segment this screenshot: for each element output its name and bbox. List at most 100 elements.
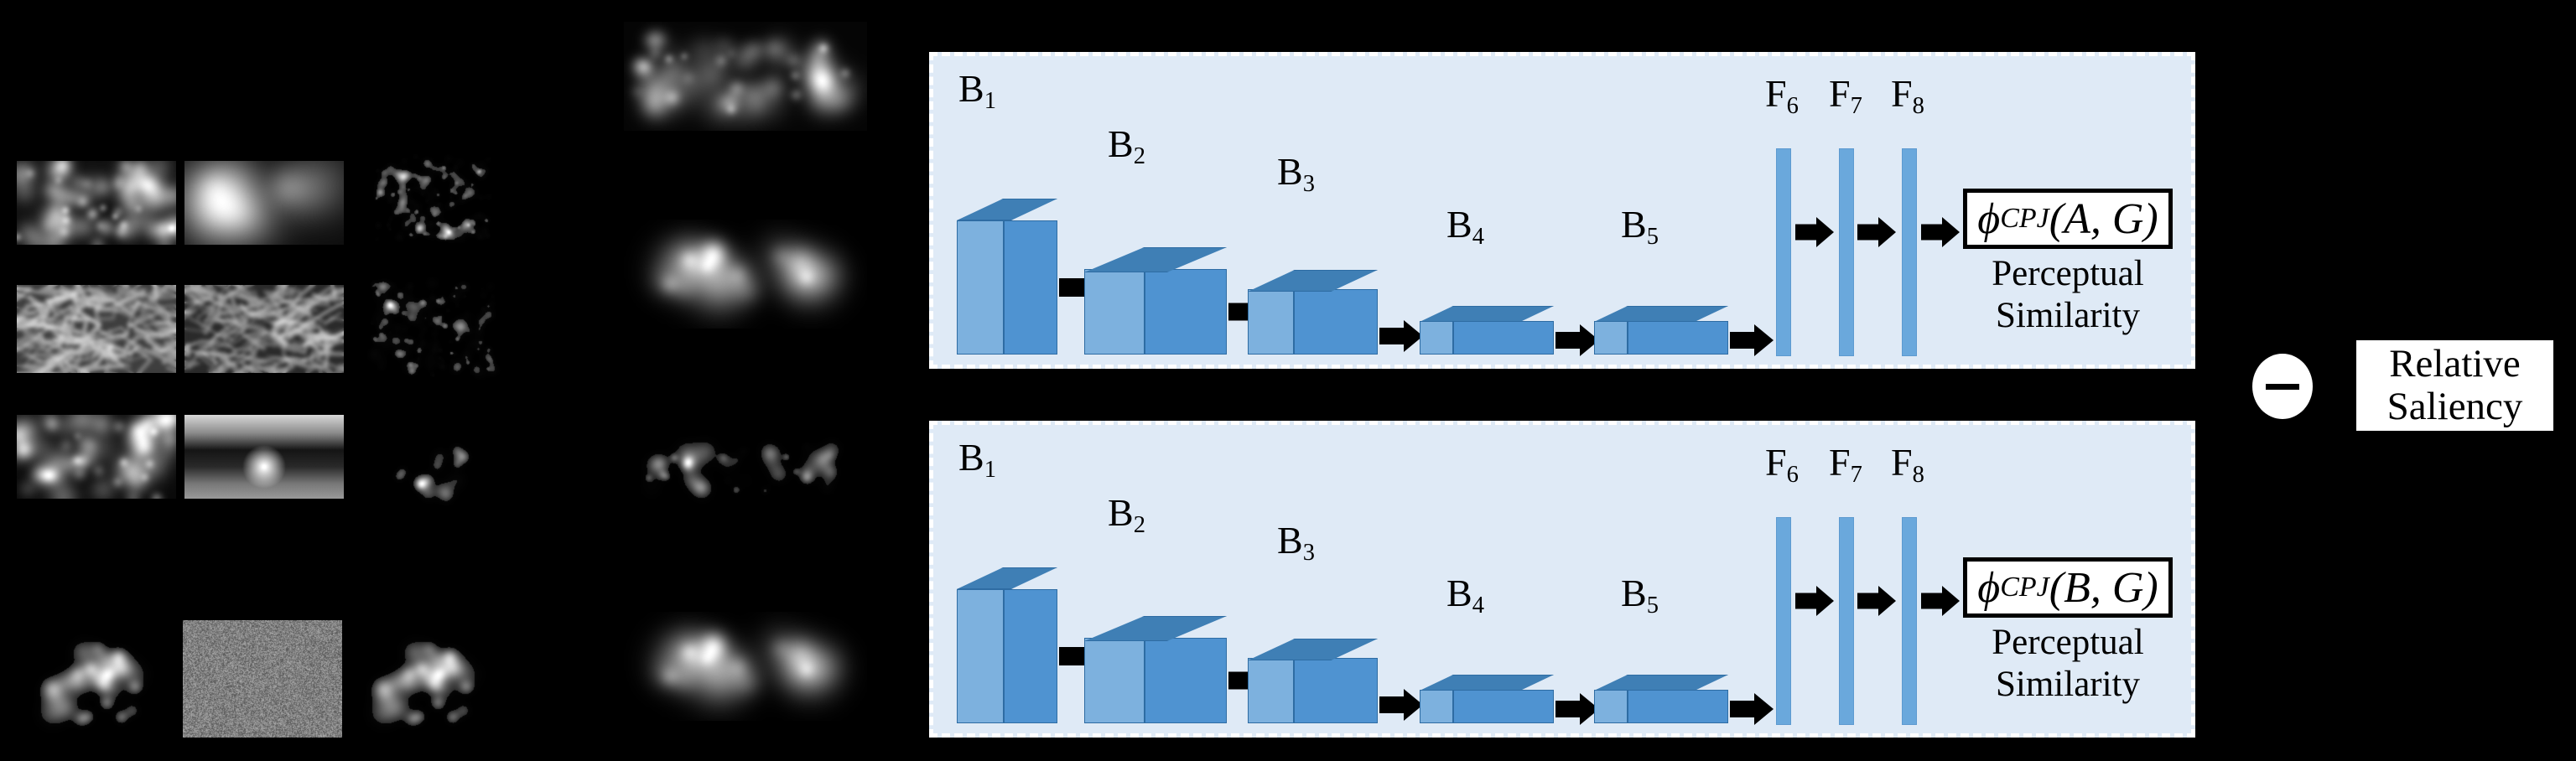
block-letter: B [1446, 572, 1472, 614]
network-b-arrow-4 [1555, 693, 1599, 725]
caption-text: Perceptual [1992, 254, 2144, 293]
mid-tile-1 [624, 22, 867, 131]
fc-letter: F [1765, 441, 1787, 484]
tile-r1c1 [17, 161, 176, 245]
block-index: 4 [1472, 223, 1484, 250]
network-a-block-1-label: B1 [958, 70, 996, 114]
network-a-block-3-label: B3 [1277, 153, 1315, 197]
tile-r1c2 [184, 161, 344, 245]
tile-r3c1 [17, 415, 176, 499]
network-a-fc-7-label: F7 [1829, 75, 1862, 119]
block-letter: B [1108, 491, 1134, 534]
block-index: 2 [1133, 142, 1145, 169]
phi-symbol: ϕ [1977, 563, 2001, 612]
network-a-arrow-3 [1379, 320, 1423, 352]
network-b-fc-7-label: F7 [1829, 443, 1862, 488]
fc-index: 7 [1850, 92, 1862, 119]
fc-index: 6 [1786, 92, 1799, 119]
fc-index: 8 [1912, 461, 1924, 488]
block-letter: B [958, 436, 984, 479]
fc-index: 7 [1850, 461, 1862, 488]
network-b-block-5 [1594, 675, 1728, 723]
block-letter: B [1277, 519, 1303, 562]
block-index: 4 [1472, 592, 1484, 619]
network-a-arrow-fc-6-7 [1795, 217, 1834, 247]
network-a-block-3 [1248, 270, 1378, 355]
fc-letter: F [1829, 72, 1851, 115]
network-a-fc-7 [1839, 148, 1854, 356]
network-b-block-4-label: B4 [1446, 574, 1484, 619]
phi-args: (A, G) [2049, 194, 2158, 243]
network-b-fc-6-label: F6 [1765, 443, 1799, 488]
network-b-block-5-label: B5 [1621, 574, 1659, 619]
network-b-caption-line1: Perceptual [1963, 624, 2173, 661]
network-b-block-1 [957, 567, 1057, 723]
network-b-block-3-label: B3 [1277, 521, 1315, 566]
relative-saliency-line2: Saliency [2386, 385, 2523, 428]
tile-r1c3 [351, 142, 512, 251]
network-b-panel: B1 B2 B3 B4 [929, 421, 2195, 738]
network-a-arrow-4 [1555, 324, 1599, 356]
network-a-caption-line1: Perceptual [1963, 256, 2173, 292]
network-a-block-2-label: B2 [1108, 125, 1145, 169]
tile-r3c3 [369, 427, 495, 520]
input-column [621, 0, 889, 761]
network-a-block-4 [1420, 306, 1554, 355]
network-b-block-1-label: B1 [958, 438, 996, 483]
mid-tile-2 [624, 220, 867, 329]
network-b-arrow-fc-6-7 [1795, 586, 1834, 616]
tile-r3c2 [184, 415, 344, 499]
caption-text: Perceptual [1992, 623, 2144, 662]
network-b-block-2-label: B2 [1108, 494, 1145, 538]
fc-index: 6 [1786, 461, 1799, 488]
network-a-block-5 [1594, 306, 1728, 355]
mid-tile-4 [624, 612, 867, 721]
fc-letter: F [1891, 72, 1913, 115]
network-a-arrow-output [1921, 217, 1960, 247]
network-a-caption-line2: Similarity [1963, 298, 2173, 334]
network-a-block-2 [1084, 247, 1227, 355]
block-letter: B [1108, 122, 1134, 165]
tile-r2c1 [17, 285, 176, 373]
network-b-arrow-output [1921, 586, 1960, 616]
fc-letter: F [1891, 441, 1913, 484]
network-b-arrow-fc-7-8 [1857, 586, 1896, 616]
tile-r4c3 [356, 616, 503, 742]
tile-r4c1 [25, 616, 172, 742]
network-b-arrow-3 [1379, 689, 1423, 721]
network-a-arrow-fc-7-8 [1857, 217, 1896, 247]
block-letter: B [1446, 203, 1472, 246]
phi-args: (B, G) [2049, 563, 2158, 612]
block-index: 1 [984, 87, 996, 114]
network-a-panel: B1 B2 B3 B4 [929, 52, 2195, 369]
stimulus-grid [0, 0, 587, 761]
relative-saliency-line1: Relative [2389, 342, 2521, 386]
minus-icon [2266, 383, 2299, 390]
phi-subscript: CPJ [2000, 203, 2049, 234]
mid-tile-3 [624, 416, 867, 525]
network-a-block-4-label: B4 [1446, 205, 1484, 250]
tile-r2c2 [184, 285, 344, 373]
fc-letter: F [1829, 441, 1851, 484]
minus-operator [2252, 354, 2313, 419]
network-a-fc-6-label: F6 [1765, 75, 1799, 119]
network-a-block-5-label: B5 [1621, 205, 1659, 250]
block-index: 2 [1133, 511, 1145, 538]
block-index: 3 [1302, 170, 1315, 197]
network-b-fc-7 [1839, 517, 1854, 725]
network-b-block-2 [1084, 616, 1227, 723]
network-a-block-1 [957, 199, 1057, 355]
block-index: 1 [984, 456, 996, 483]
network-b-fc-6 [1776, 517, 1791, 725]
network-a-fc-8-label: F8 [1891, 75, 1924, 119]
block-letter: B [1277, 150, 1303, 193]
block-index: 5 [1646, 592, 1659, 619]
block-letter: B [958, 67, 984, 110]
network-b-block-4 [1420, 675, 1554, 723]
caption-text: Similarity [1996, 665, 2140, 704]
network-a-arrow-5 [1730, 324, 1774, 356]
network-b-caption-line2: Similarity [1963, 666, 2173, 703]
phi-subscript: CPJ [2000, 572, 2049, 603]
network-b-arrow-5 [1730, 693, 1774, 725]
